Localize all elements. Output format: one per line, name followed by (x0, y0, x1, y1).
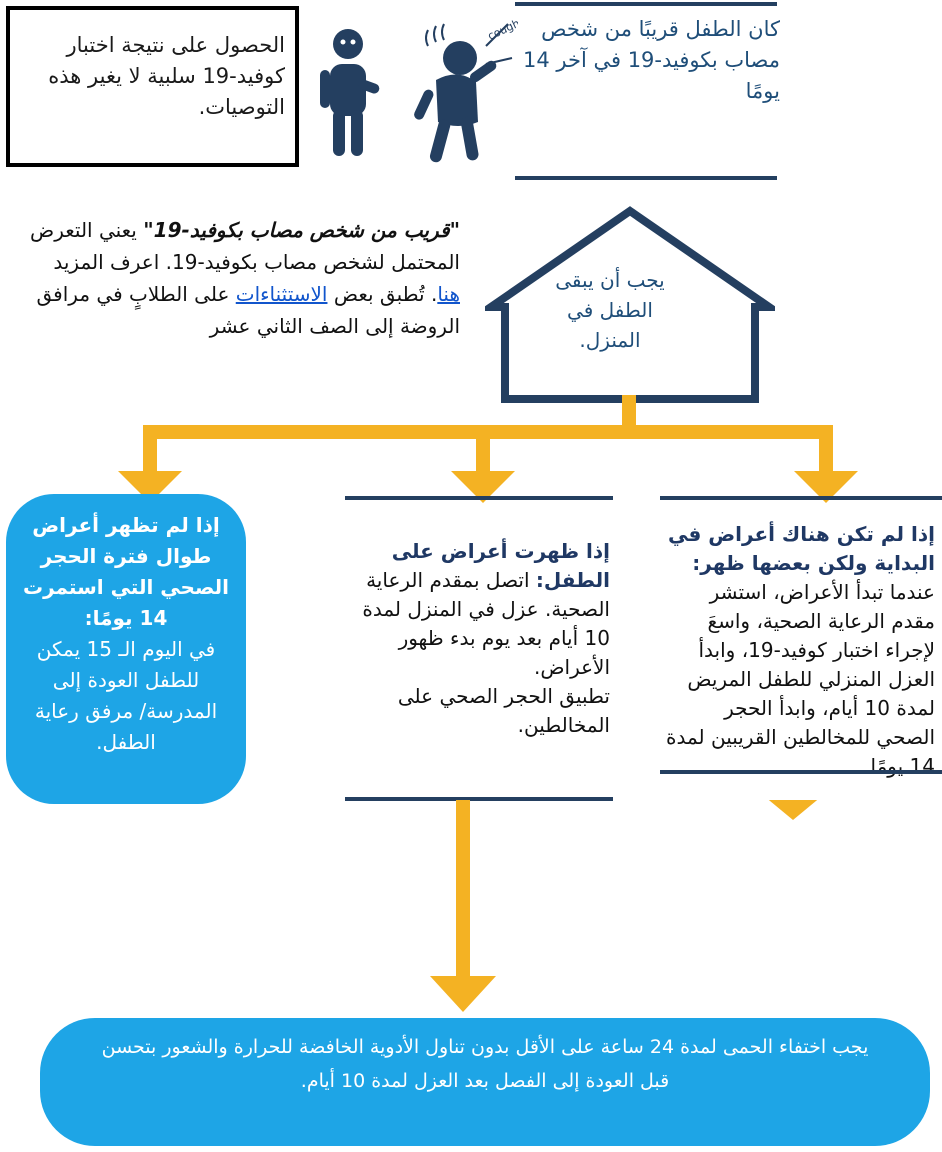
exposure-statement: كان الطفل قريبًا من شخص مصاب بكوفيد-19 ف… (522, 17, 780, 103)
right-branch-heading: إذا لم تكن هناك أعراض في البداية ولكن بع… (667, 522, 935, 575)
left-branch-heading: إذا لم تظهر أعراض طوال فترة الحجر الصحي … (22, 513, 230, 630)
exceptions-link[interactable]: الاستثناءات (235, 282, 328, 306)
symptoms-present-branch: إذا ظهرت أعراض على الطفل: اتصل بمقدم الر… (345, 537, 610, 740)
people-illustration: cough (320, 18, 518, 163)
left-branch-body: في اليوم الـ 15 يمكن للطفل العودة إلى ال… (34, 637, 218, 754)
right-branch-body: عندما تبدأ الأعراض، استشر مقدم الرعاية ا… (666, 580, 935, 778)
coughing-person-icon (414, 23, 513, 163)
right-branch-top-rule (660, 496, 942, 500)
middle-branch-heading: إذا ظهرت أعراض على الطفل: (391, 539, 610, 592)
return-criteria-box: يجب اختفاء الحمى لمدة 24 ساعة على الأقل … (40, 1018, 930, 1146)
top-rule (515, 2, 777, 6)
definition-part3: على الطلابٍ في مرافق الروضة إلى الصف الث… (36, 282, 461, 338)
definition-part1: يعني التعرض المحتمل لشخص مصاب بكوفيد-19.… (30, 218, 460, 274)
symptoms-appeared-later-branch: إذا لم تكن هناك أعراض في البداية ولكن بع… (665, 520, 935, 781)
middle-branch-bottom-rule (345, 797, 613, 801)
no-symptoms-branch: إذا لم تظهر أعراض طوال فترة الحجر الصحي … (6, 494, 246, 804)
definition-part2: . تُطبق بعض (327, 282, 438, 306)
stay-home-text: يجب أن يبقى الطفل في المنزل. (555, 268, 665, 352)
middle-branch-body2: تطبيق الحجر الصحي على المخالطين. (397, 684, 610, 737)
return-criteria-text: يجب اختفاء الحمى لمدة 24 ساعة على الأقل … (101, 1036, 869, 1092)
bottom-arrows (430, 800, 818, 1012)
middle-branch-top-rule (345, 496, 613, 500)
cough-label: cough (486, 18, 518, 43)
exposure-bottom-rule (515, 176, 777, 180)
close-contact-definition: "قريب من شخص مصاب بكوفيد-19" يعني التعرض… (20, 214, 460, 342)
standing-person-icon (320, 29, 380, 156)
middle-branch-body1: اتصل بمقدم الرعاية الصحية. عزل في المنزل… (362, 568, 610, 679)
negative-test-note-text: الحصول على نتيجة اختبار كوفيد-19 سلبية ل… (48, 33, 285, 119)
negative-test-note: الحصول على نتيجة اختبار كوفيد-19 سلبية ل… (6, 6, 299, 167)
branch-arrows (118, 395, 858, 503)
right-branch-bottom-rule (660, 770, 942, 774)
definition-term: "قريب من شخص مصاب بكوفيد-19" (143, 218, 460, 242)
learn-more-link[interactable]: هنا (437, 282, 460, 306)
